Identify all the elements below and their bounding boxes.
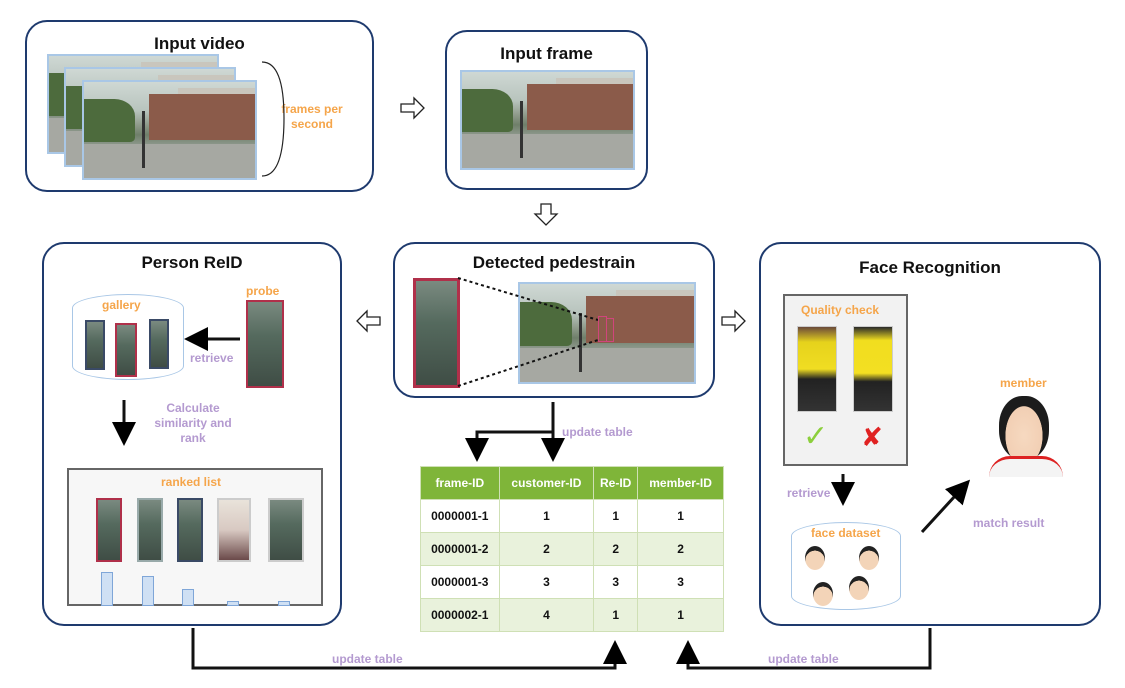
member-shirt — [989, 456, 1063, 477]
probe-label: probe — [246, 284, 280, 298]
tracking-table: frame-ID customer-ID Re-ID member-ID 000… — [420, 466, 724, 632]
check-icon: ✓ — [803, 419, 829, 454]
quality-person-front — [797, 326, 837, 412]
input-frame-panel: Input frame — [445, 30, 648, 190]
arrow-detected-to-face — [721, 309, 746, 333]
gallery-person-1 — [85, 320, 105, 370]
member-face — [999, 396, 1049, 460]
ranked-person-2 — [137, 498, 163, 562]
input-frame-title: Input frame — [500, 44, 593, 63]
similarity-bar-4 — [227, 601, 239, 606]
match-result-label: match result — [973, 516, 1045, 530]
arrow-detect-to-table-left — [465, 402, 555, 462]
reid-retrieve-label: retrieve — [190, 351, 234, 365]
table-cell: 0000001-2 — [420, 532, 500, 566]
gallery-person-3 — [149, 319, 169, 369]
similarity-bar-5 — [278, 601, 290, 606]
ranked-person-4 — [217, 498, 251, 562]
table-cell: 4 — [498, 598, 595, 632]
ranked-person-5 — [268, 498, 304, 562]
table-cell: 0000001-1 — [420, 499, 500, 533]
input-frame-image — [460, 70, 635, 170]
dataset-face-3 — [813, 582, 833, 606]
dataset-face-1 — [805, 546, 825, 570]
person-reid-panel: Person ReID gallery probe retrieve Calcu… — [42, 242, 342, 626]
input-video-panel: Input video frames per second — [25, 20, 374, 192]
detected-frame-image — [518, 282, 696, 384]
table-header-cell: customer-ID — [498, 466, 595, 500]
table-cell: 2 — [498, 532, 595, 566]
ranked-person-1 — [96, 498, 122, 562]
update-table-label-left: update table — [332, 652, 403, 666]
gallery-person-2 — [115, 323, 137, 377]
table-row: 0000002-1 4 1 1 — [420, 598, 724, 632]
ranked-person-3 — [177, 498, 203, 562]
arrow-detected-to-reid — [356, 309, 381, 333]
similarity-bars — [96, 568, 316, 606]
arrow-face-to-table — [676, 628, 932, 670]
table-header-row: frame-ID customer-ID Re-ID member-ID — [420, 466, 724, 500]
detected-pedestrian-crop — [413, 278, 460, 388]
table-cell: 1 — [637, 499, 724, 533]
fps-bracket — [261, 61, 285, 177]
face-dataset-label: face dataset — [811, 526, 881, 540]
arrow-video-to-frame — [400, 96, 425, 120]
cross-icon: ✘ — [861, 423, 883, 453]
face-recognition-panel: Face Recognition Quality check ✓ ✘ retri… — [759, 242, 1101, 626]
detected-pedestrain-panel: Detected pedestrain — [393, 242, 715, 398]
calc-label: Calculate similarity and rank — [154, 401, 232, 445]
member-label: member — [1000, 376, 1047, 390]
table-cell: 1 — [593, 598, 639, 632]
zoom-line-bottom — [457, 339, 599, 387]
table-cell: 2 — [637, 532, 724, 566]
member-photo — [981, 392, 1069, 477]
quality-person-back — [853, 326, 893, 412]
zoom-line-top — [457, 277, 599, 321]
table-cell: 0000001-3 — [420, 565, 500, 599]
face-retrieve-label: retrieve — [787, 486, 831, 500]
table-row: 0000001-1 1 1 1 — [420, 499, 724, 533]
table-row: 0000001-2 2 2 2 — [420, 532, 724, 566]
table-cell: 3 — [593, 565, 639, 599]
table-cell: 0000002-1 — [420, 598, 500, 632]
table-cell: 1 — [637, 598, 724, 632]
similarity-bar-1 — [101, 572, 113, 606]
quality-check-label: Quality check — [801, 303, 880, 317]
arrow-frame-to-detected — [533, 203, 559, 226]
gallery-label: gallery — [102, 298, 141, 312]
table-header-cell: member-ID — [637, 466, 724, 500]
detection-box — [606, 318, 614, 342]
detected-title: Detected pedestrain — [472, 253, 636, 272]
video-frame-3 — [82, 80, 257, 180]
table-cell: 1 — [498, 499, 595, 533]
input-video-title: Input video — [154, 34, 245, 53]
table-cell: 3 — [637, 565, 724, 599]
dataset-face-4 — [849, 576, 869, 600]
similarity-bar-2 — [142, 576, 154, 606]
similarity-bar-3 — [182, 589, 194, 606]
arrow-dataset-to-member — [920, 479, 971, 534]
update-table-label-top: update table — [562, 425, 633, 439]
probe-person — [246, 300, 284, 388]
reid-title: Person ReID — [141, 253, 243, 272]
dataset-face-2 — [859, 546, 879, 570]
table-row: 0000001-3 3 3 3 — [420, 565, 724, 599]
table-header-cell: Re-ID — [593, 466, 639, 500]
arrow-reid-to-table — [191, 628, 627, 670]
table-cell: 1 — [593, 499, 639, 533]
fps-label: frames per second — [281, 102, 343, 131]
ranked-list-label: ranked list — [161, 475, 222, 489]
face-title: Face Recognition — [859, 258, 1001, 277]
update-table-label-right: update table — [768, 652, 839, 666]
